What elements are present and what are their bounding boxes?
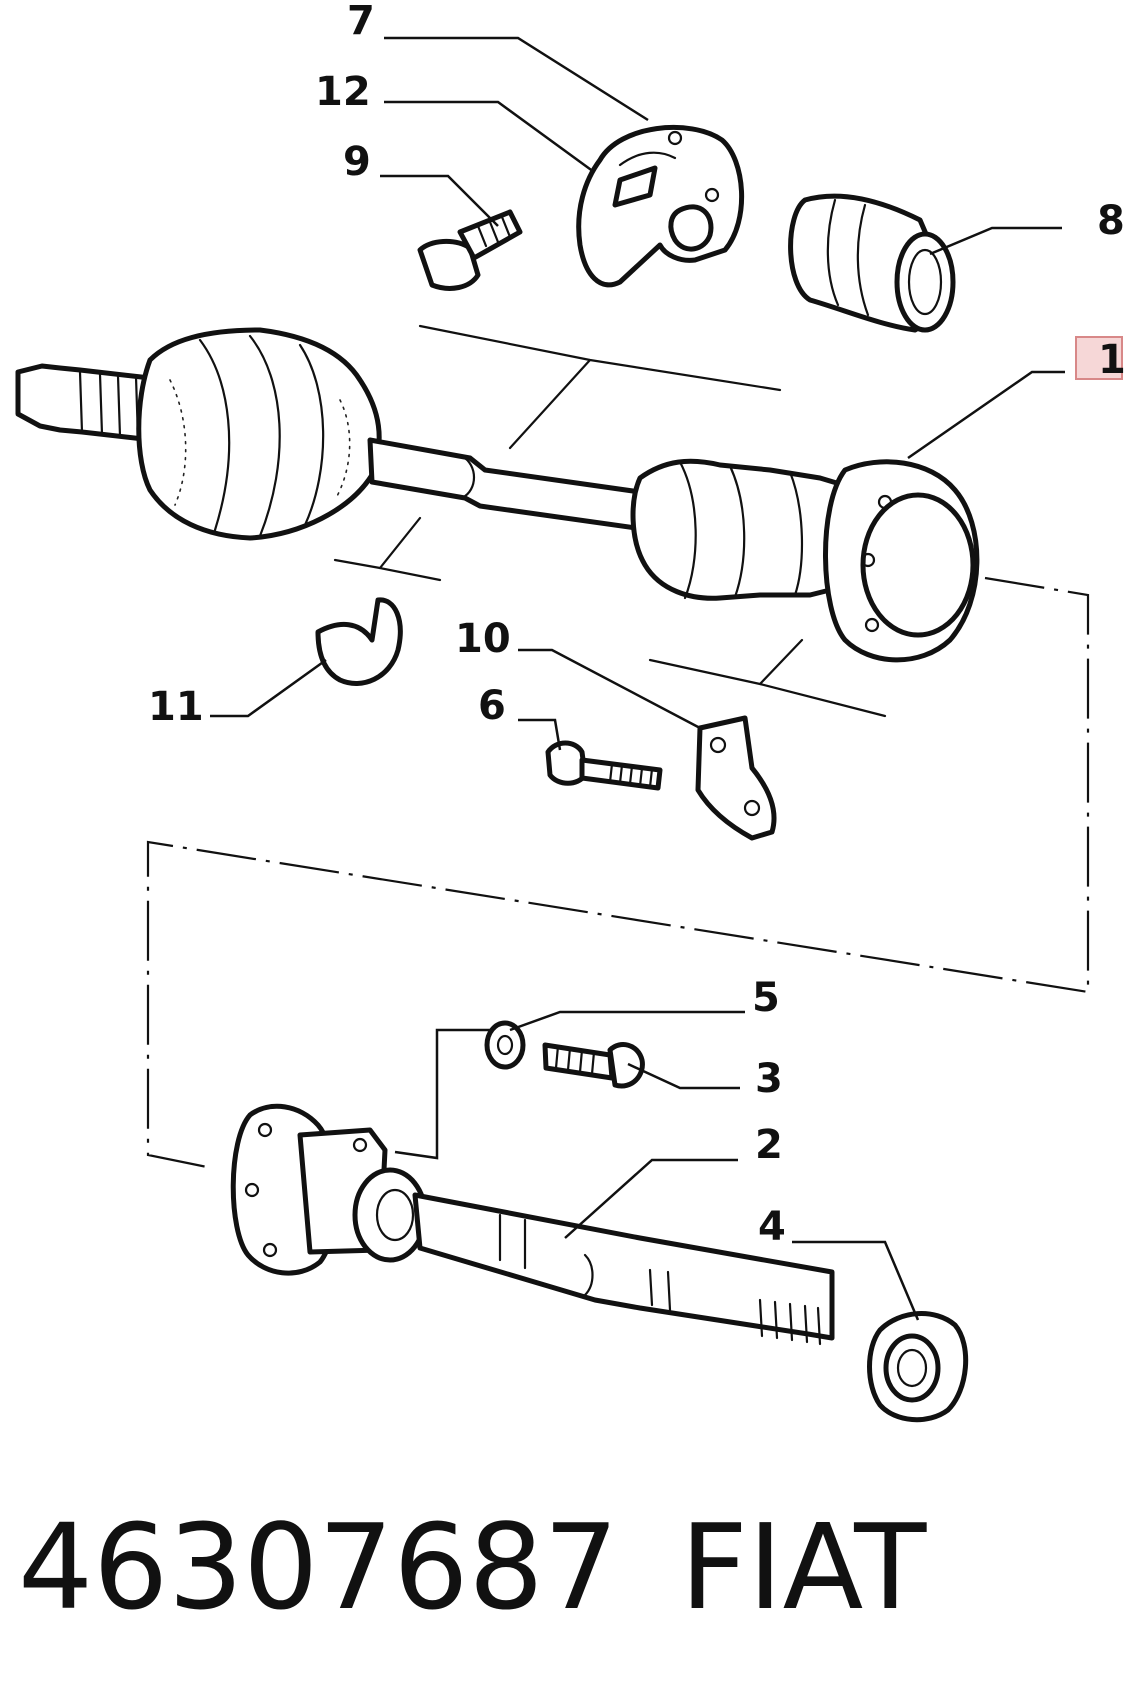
callout-1: 1 xyxy=(1098,337,1124,383)
callout-9: 9 xyxy=(343,139,371,185)
part-number: 46307687 xyxy=(18,1498,619,1636)
callout-11: 11 xyxy=(148,684,204,730)
leader-lines xyxy=(210,36,1065,1321)
callout-5: 5 xyxy=(752,975,780,1021)
callout-6: 6 xyxy=(478,683,506,729)
hex-bolt xyxy=(545,740,663,791)
callout-7: 7 xyxy=(347,0,375,44)
callout-4: 4 xyxy=(758,1204,786,1250)
assembly-frame xyxy=(146,576,1090,1170)
bearing-bracket xyxy=(576,124,744,288)
section-markers xyxy=(333,324,887,718)
callout-labels: 7 12 9 8 1 11 10 6 5 3 2 4 xyxy=(148,0,1124,1250)
brand-name: FIAT xyxy=(680,1498,927,1636)
retaining-clip xyxy=(315,597,403,686)
seal-ring xyxy=(867,1311,969,1423)
callout-8: 8 xyxy=(1097,198,1124,244)
callout-1-highlight xyxy=(1075,336,1123,380)
callout-10: 10 xyxy=(455,616,511,662)
callout-12: 12 xyxy=(315,69,371,115)
callout-2: 2 xyxy=(755,1122,783,1168)
callout-3: 3 xyxy=(755,1056,783,1102)
bolt-3 xyxy=(542,1042,645,1089)
washer xyxy=(484,1020,526,1070)
footer: 46307687 FIAT xyxy=(18,1498,927,1636)
flanged-bolt xyxy=(417,209,523,291)
intermediate-shaft xyxy=(230,1103,835,1346)
mounting-plate xyxy=(695,715,777,841)
bush xyxy=(788,193,956,333)
driveshaft-assembly xyxy=(15,327,980,663)
